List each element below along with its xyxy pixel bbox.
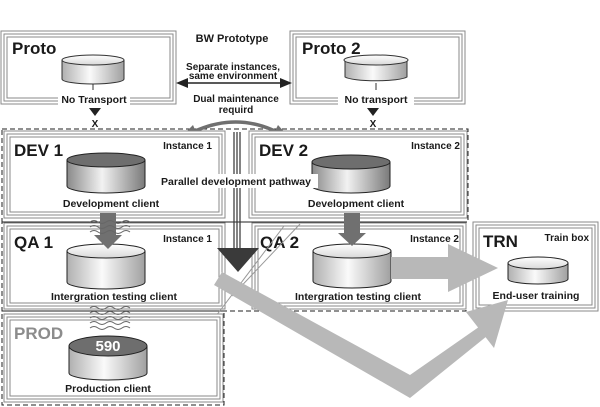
proto2-box: Proto 2 No transport (289, 30, 466, 106)
proto2-database-icon (343, 54, 409, 82)
wavy-transport-lines (89, 220, 131, 330)
dev2-caption: Development client (308, 198, 405, 210)
qa2-caption: Intergration testing client (295, 291, 422, 303)
blocked-transport-mark: X (370, 119, 377, 130)
parallel-pathway-label: Parallel development pathway (161, 176, 311, 188)
proto2-label: Proto 2 (302, 39, 361, 58)
dev2-label: DEV 2 (259, 141, 308, 160)
parallel-pathway-lines (233, 132, 241, 252)
trn-caption: End-user training (493, 290, 580, 302)
qa1-database-icon (66, 243, 146, 290)
qa2-instance-label: Instance 2 (410, 234, 459, 245)
dev1-box: DEV 1 Instance 1 Development client (3, 130, 226, 219)
dev2-instance-label: Instance 2 (411, 141, 460, 152)
blocked-transport-mark: X (92, 119, 99, 130)
dev1-database-icon (66, 152, 146, 194)
dev2-box: DEV 2 Instance 2 Development client (248, 130, 468, 219)
trn-label: TRN (483, 232, 518, 251)
qa2-database-icon (312, 243, 392, 289)
trn-instance-label: Train box (545, 233, 590, 244)
prod-database-icon (68, 335, 148, 381)
prod-caption: Production client (65, 383, 151, 395)
prod-label: PROD (14, 324, 63, 343)
proto-box: Proto No Transport (0, 30, 177, 106)
trn-database-icon (507, 256, 569, 285)
prod-box: PROD 590 Production client (3, 313, 224, 403)
proto-down-arrow-icon: X (89, 108, 101, 130)
qa2-to-trn-arrow-icon (391, 244, 498, 292)
qa1-caption: Intergration testing client (51, 291, 178, 303)
dev2-database-icon (311, 154, 391, 194)
merge-arrow-icon (217, 248, 259, 272)
proto-label: Proto (12, 39, 56, 58)
qa1-label: QA 1 (14, 233, 53, 252)
qa1-to-trn-v-arrow-icon (214, 272, 508, 398)
dev1-instance-label: Instance 1 (163, 141, 212, 152)
double-headed-arrow-icon (176, 78, 292, 88)
dev1-label: DEV 1 (14, 141, 63, 160)
proto-database-icon (61, 54, 125, 85)
prod-client-number: 590 (95, 338, 120, 355)
dev1-caption: Development client (63, 198, 160, 210)
qa2-label: QA 2 (260, 233, 299, 252)
proto2-caption: No transport (345, 94, 409, 106)
dual-maintenance-note-line1: Dual maintenance (193, 94, 279, 105)
separate-instances-note-line2: same environment (189, 71, 278, 82)
separate-instances-note-line1: Separate instances, (186, 62, 280, 73)
dev2-to-qa2-arrow-icon (338, 213, 366, 246)
dual-maintenance-note-line2: requird (219, 105, 253, 116)
qa1-instance-label: Instance 1 (163, 234, 212, 245)
proto-caption: No Transport (61, 94, 127, 106)
proto2-down-arrow-icon: X (367, 108, 379, 130)
diagram-title: BW Prototype (196, 33, 269, 45)
